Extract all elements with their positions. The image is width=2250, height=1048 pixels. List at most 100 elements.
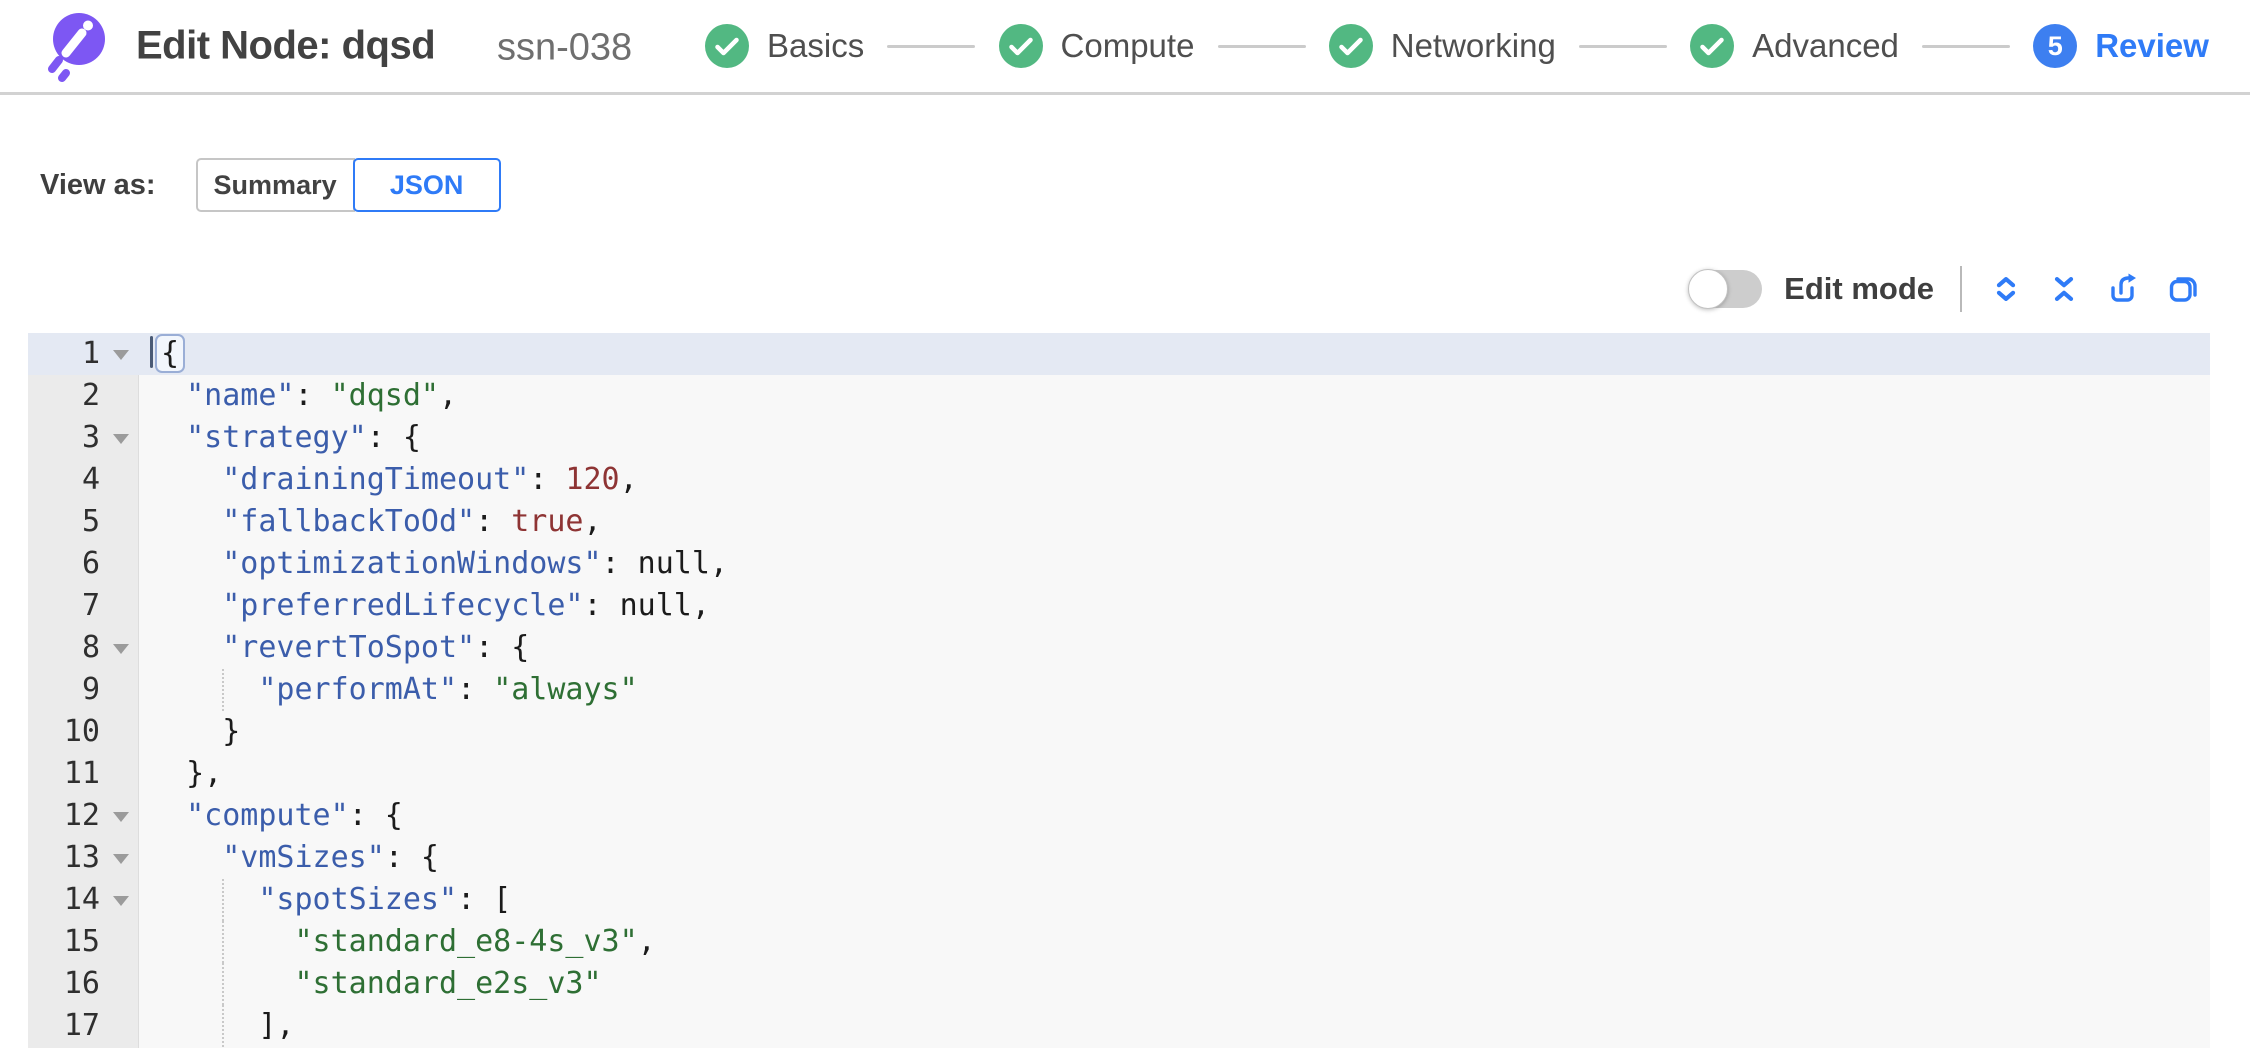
step-compute[interactable]: Compute xyxy=(998,24,1195,68)
indent-guide xyxy=(222,963,225,1005)
code-content[interactable]: "optimizationWindows": null, xyxy=(222,546,728,581)
code-content[interactable]: "standard_e2s_v3" xyxy=(138,963,2210,1005)
code-content[interactable]: } xyxy=(222,714,241,749)
code-line[interactable]: 4 "drainingTimeout": 120, xyxy=(28,459,2210,501)
step-networking[interactable]: Networking xyxy=(1328,24,1556,68)
editor-toolbar: Edit mode xyxy=(1688,266,2200,312)
check-icon xyxy=(705,24,749,68)
code-line[interactable]: 14 "spotSizes": [ xyxy=(28,879,2210,921)
collapse-all-button[interactable] xyxy=(2048,273,2080,305)
code-line[interactable]: 11 }, xyxy=(28,753,2210,795)
indent-guide xyxy=(222,921,225,963)
toolbar-divider xyxy=(1960,266,1962,312)
line-number: 16 xyxy=(63,966,100,1001)
step-connector xyxy=(1217,44,1306,48)
fold-icon xyxy=(2054,277,2074,301)
spot-logo-icon xyxy=(48,13,105,82)
line-number: 13 xyxy=(28,837,138,879)
step-label: Basics xyxy=(767,27,865,64)
code-content[interactable]: ], xyxy=(138,1005,2210,1047)
step-label: Review xyxy=(2095,27,2209,64)
step-connector xyxy=(1578,44,1667,48)
check-icon xyxy=(1690,24,1735,68)
edit-mode-label: Edit mode xyxy=(1784,271,1934,306)
code-content[interactable]: "performAt": "always" xyxy=(138,669,2210,711)
code-content[interactable]: "standard_e8-4s_v3", xyxy=(138,921,2210,963)
code-line[interactable]: 9 "performAt": "always" xyxy=(28,669,2210,711)
line-number: 2 xyxy=(81,378,100,413)
code-line[interactable]: 17 ], xyxy=(28,1005,2210,1047)
code-line[interactable]: 6 "optimizationWindows": null, xyxy=(28,543,2210,585)
code-line[interactable]: 10 } xyxy=(28,711,2210,753)
edit-mode-toggle[interactable] xyxy=(1688,269,1763,309)
code-content[interactable]: "drainingTimeout": 120, xyxy=(222,462,638,497)
line-number: 15 xyxy=(63,924,100,959)
line-number: 12 xyxy=(28,795,138,837)
toggle-knob xyxy=(1688,269,1729,309)
code-content[interactable]: "spotSizes": [ xyxy=(138,879,2210,921)
code-line[interactable]: 2 "name": "dqsd", xyxy=(28,375,2210,417)
line-number: 14 xyxy=(28,879,138,921)
toolbar-icons xyxy=(1990,272,2200,306)
line-number: 4 xyxy=(81,462,100,497)
fold-arrow-icon[interactable] xyxy=(113,350,129,360)
node-id-text: ssn-038 xyxy=(497,26,633,69)
fold-arrow-icon[interactable] xyxy=(113,644,129,654)
code-content[interactable]: "compute": { xyxy=(186,798,403,833)
line-number: 11 xyxy=(63,756,100,791)
indent-guide xyxy=(222,879,225,921)
code-content[interactable]: "fallbackToOd": true, xyxy=(222,504,602,539)
code-line[interactable]: 7 "preferredLifecycle": null, xyxy=(28,585,2210,627)
code-content[interactable]: "revertToSpot": { xyxy=(222,630,530,665)
view-as-label: View as: xyxy=(40,168,156,201)
copy-button[interactable] xyxy=(2166,272,2200,306)
code-line[interactable]: 16 "standard_e2s_v3" xyxy=(28,963,2210,1005)
step-basics[interactable]: Basics xyxy=(705,24,864,68)
fold-arrow-icon[interactable] xyxy=(113,854,129,864)
editor-gutter xyxy=(28,333,139,1048)
code-content[interactable]: "preferredLifecycle": null, xyxy=(222,588,710,623)
view-as-json-button[interactable]: JSON xyxy=(352,158,501,212)
line-number: 1 xyxy=(28,333,138,375)
code-line[interactable]: 15 "standard_e8-4s_v3", xyxy=(28,921,2210,963)
code-line[interactable]: 1{ xyxy=(28,333,2210,375)
code-content[interactable]: "strategy": { xyxy=(186,420,421,455)
view-as-summary-button[interactable]: Summary xyxy=(195,158,355,212)
line-number: 9 xyxy=(81,672,100,707)
check-icon xyxy=(998,24,1043,68)
code-content[interactable]: }, xyxy=(186,756,223,791)
code-content[interactable]: "vmSizes": { xyxy=(222,840,439,875)
expand-all-button[interactable] xyxy=(1990,273,2022,305)
code-content[interactable]: "name": "dqsd", xyxy=(186,378,458,413)
unfold-icon xyxy=(1996,277,2016,301)
line-number: 7 xyxy=(81,588,100,623)
line-number: 10 xyxy=(63,714,100,749)
code-line[interactable]: 5 "fallbackToOd": true, xyxy=(28,501,2210,543)
header: Edit Node: dqsd ssn-038 Basics Compute Net… xyxy=(0,0,2250,95)
page-title: Edit Node: dqsd xyxy=(136,23,436,68)
line-number: 17 xyxy=(63,1008,100,1043)
line-number: 6 xyxy=(81,546,100,581)
code-line[interactable]: 12 "compute": { xyxy=(28,795,2210,837)
fold-arrow-icon[interactable] xyxy=(113,812,129,822)
line-number: 3 xyxy=(28,417,138,459)
check-icon xyxy=(1328,24,1373,68)
line-number: 8 xyxy=(28,627,138,669)
step-label: Networking xyxy=(1390,27,1556,64)
text-cursor xyxy=(150,336,153,368)
fold-arrow-icon[interactable] xyxy=(113,896,129,906)
code-content[interactable]: { xyxy=(138,333,2210,375)
step-advanced[interactable]: Advanced xyxy=(1690,24,1899,68)
code-line[interactable]: 13 "vmSizes": { xyxy=(28,837,2210,879)
fold-arrow-icon[interactable] xyxy=(113,434,129,444)
json-editor[interactable]: 1{2 "name": "dqsd",3 "strategy": {4 "dra… xyxy=(28,333,2210,1048)
code-line[interactable]: 8 "revertToSpot": { xyxy=(28,627,2210,669)
step-connector xyxy=(1922,44,2011,48)
indent-guide xyxy=(222,1005,225,1047)
code-line[interactable]: 3 "strategy": { xyxy=(28,417,2210,459)
export-button[interactable] xyxy=(2106,272,2140,306)
step-label: Compute xyxy=(1060,27,1195,64)
